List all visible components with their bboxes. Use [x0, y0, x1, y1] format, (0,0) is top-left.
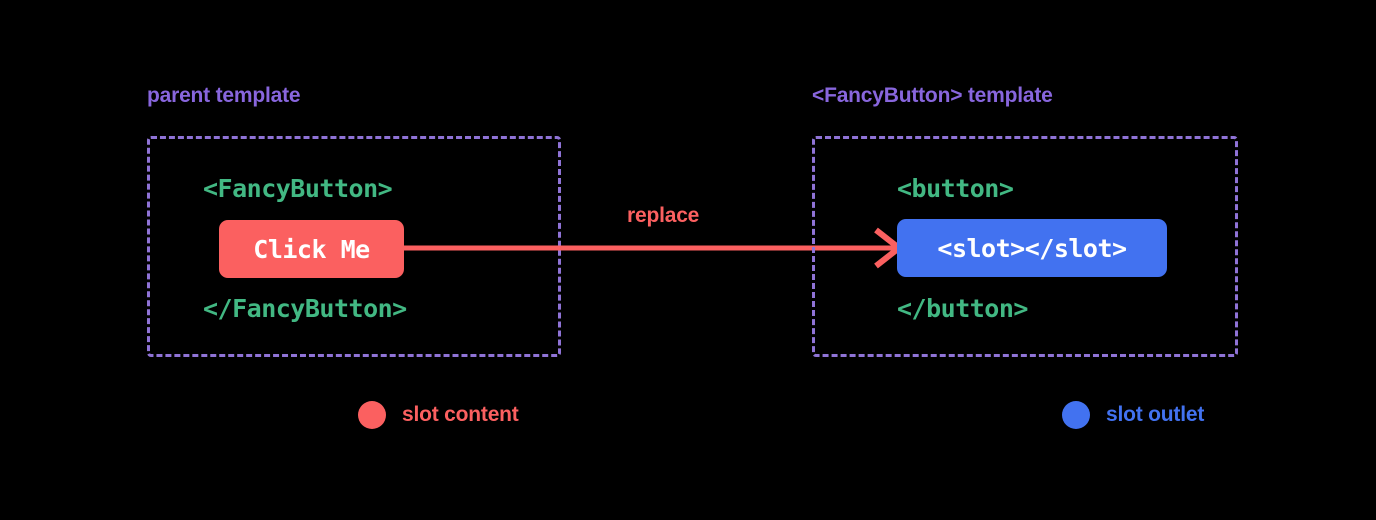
parent-template-title: parent template: [147, 84, 301, 107]
legend-slot-content: slot content: [358, 401, 519, 429]
legend-dot-slot-content: [358, 401, 386, 429]
legend-dot-slot-outlet: [1062, 401, 1090, 429]
fancybutton-template-title: <FancyButton> template: [812, 84, 1053, 107]
fancybutton-template-box: [812, 136, 1238, 357]
code-close-tag-button: </button>: [897, 294, 1028, 323]
code-open-tag-button: <button>: [897, 174, 1014, 203]
slot-outlet-chip[interactable]: <slot></slot>: [897, 219, 1167, 277]
legend-label-slot-outlet: slot outlet: [1106, 403, 1205, 426]
slot-content-chip[interactable]: Click Me: [219, 220, 404, 278]
legend-slot-outlet: slot outlet: [1062, 401, 1204, 429]
replace-arrow-label: replace: [627, 204, 700, 227]
code-open-tag-fancybutton: <FancyButton>: [203, 174, 393, 203]
legend-label-slot-content: slot content: [402, 403, 519, 426]
code-close-tag-fancybutton: </FancyButton>: [203, 294, 407, 323]
